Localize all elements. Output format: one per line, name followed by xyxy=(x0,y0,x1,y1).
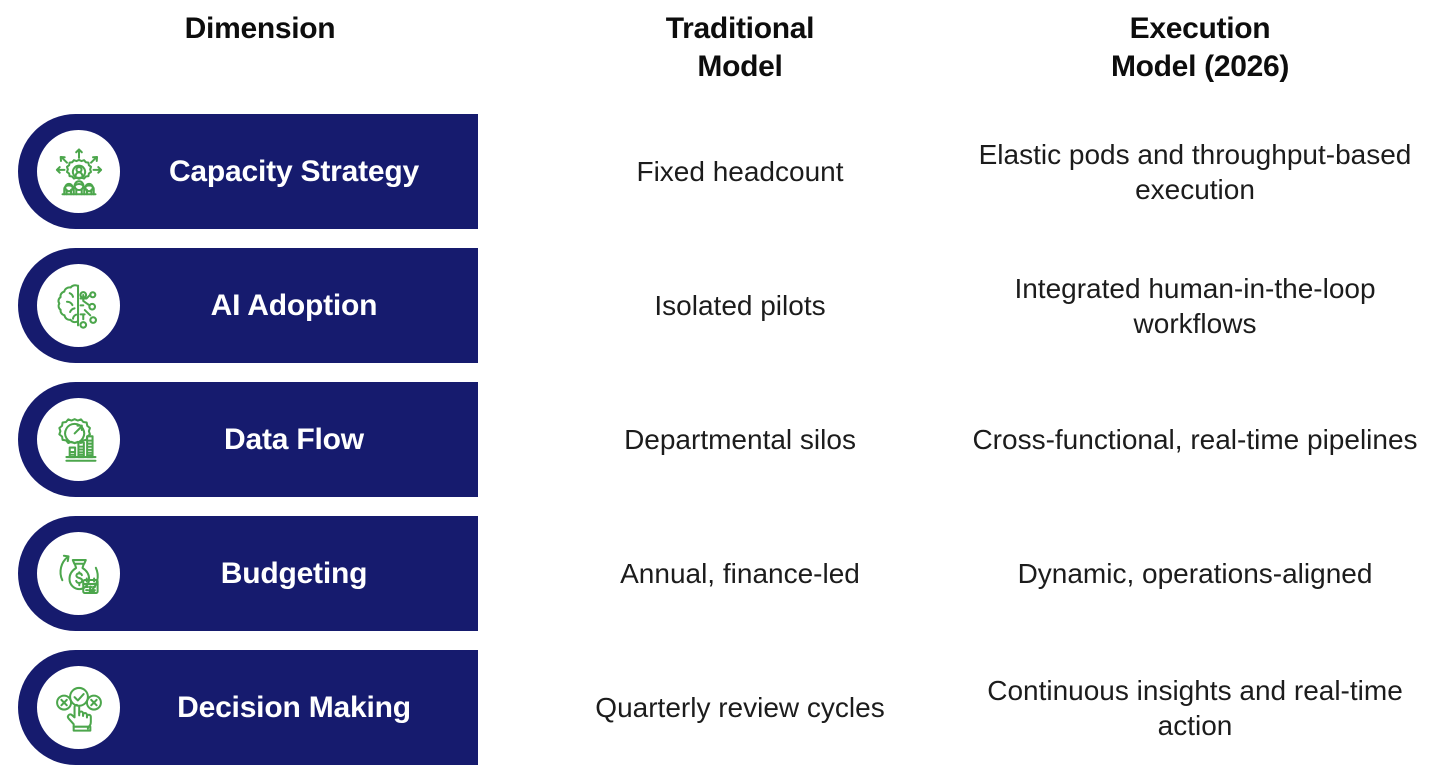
column-header-execution-model: Execution Model (2026) xyxy=(975,10,1425,87)
table-row: Budgeting Annual, finance-led Dynamic, o… xyxy=(0,516,1437,631)
dimension-pill-decision-making[interactable]: Decision Making xyxy=(18,650,478,765)
table-header-row: Dimension Traditional Model Execution Mo… xyxy=(0,0,1437,108)
traditional-model-cell: Annual, finance-led xyxy=(620,558,860,589)
execution-model-cell: Cross-functional, real-time pipelines xyxy=(972,424,1418,455)
traditional-model-cell: Fixed headcount xyxy=(636,156,844,187)
column-header-dimension-line1: Dimension xyxy=(184,12,336,45)
traditional-model-cell: Quarterly review cycles xyxy=(595,692,885,723)
execution-model-cell: Continuous insights and real-time action xyxy=(987,674,1403,741)
execution-model-cell: Integrated human-in-the-loop workflows xyxy=(1014,272,1376,339)
traditional-model-cell: Departmental silos xyxy=(624,424,856,455)
table-row: AI Adoption Isolated pilots Integrated h… xyxy=(0,248,1437,363)
execution-model-cell: Elastic pods and throughput-based execut… xyxy=(978,138,1412,205)
dimension-label: AI Adoption xyxy=(210,288,378,322)
capacity-strategy-icon xyxy=(37,130,120,213)
hand-choice-check-icon xyxy=(37,666,120,749)
column-header-traditional-line1: Traditional xyxy=(665,12,815,45)
gear-bar-chart-icon xyxy=(37,398,120,481)
table-row: Decision Making Quarterly review cycles … xyxy=(0,650,1437,765)
table-row: Data Flow Departmental silos Cross-funct… xyxy=(0,382,1437,497)
dimension-label: Data Flow xyxy=(224,422,364,456)
dimension-pill-budgeting[interactable]: Budgeting xyxy=(18,516,478,631)
column-header-execution-line2: Model (2026) xyxy=(1110,50,1290,84)
dimension-pill-capacity-strategy[interactable]: Capacity Strategy xyxy=(18,114,478,229)
dimension-label: Capacity Strategy xyxy=(168,154,420,188)
dimension-label: Budgeting xyxy=(220,556,368,590)
money-bag-calendar-cycle-icon xyxy=(37,532,120,615)
dimension-pill-ai-adoption[interactable]: AI Adoption xyxy=(18,248,478,363)
execution-model-cell: Dynamic, operations-aligned xyxy=(1017,558,1373,589)
table-row: Capacity Strategy Fixed headcount Elasti… xyxy=(0,114,1437,229)
column-header-traditional-model: Traditional Model xyxy=(560,10,920,87)
dimension-label: Decision Making xyxy=(177,690,411,724)
column-header-dimension: Dimension xyxy=(60,10,460,48)
dimension-pill-data-flow[interactable]: Data Flow xyxy=(18,382,478,497)
traditional-model-cell: Isolated pilots xyxy=(654,290,826,321)
column-header-execution-line1: Execution xyxy=(1129,12,1271,45)
column-header-traditional-line2: Model xyxy=(697,50,783,84)
ai-brain-circuit-icon xyxy=(37,264,120,347)
